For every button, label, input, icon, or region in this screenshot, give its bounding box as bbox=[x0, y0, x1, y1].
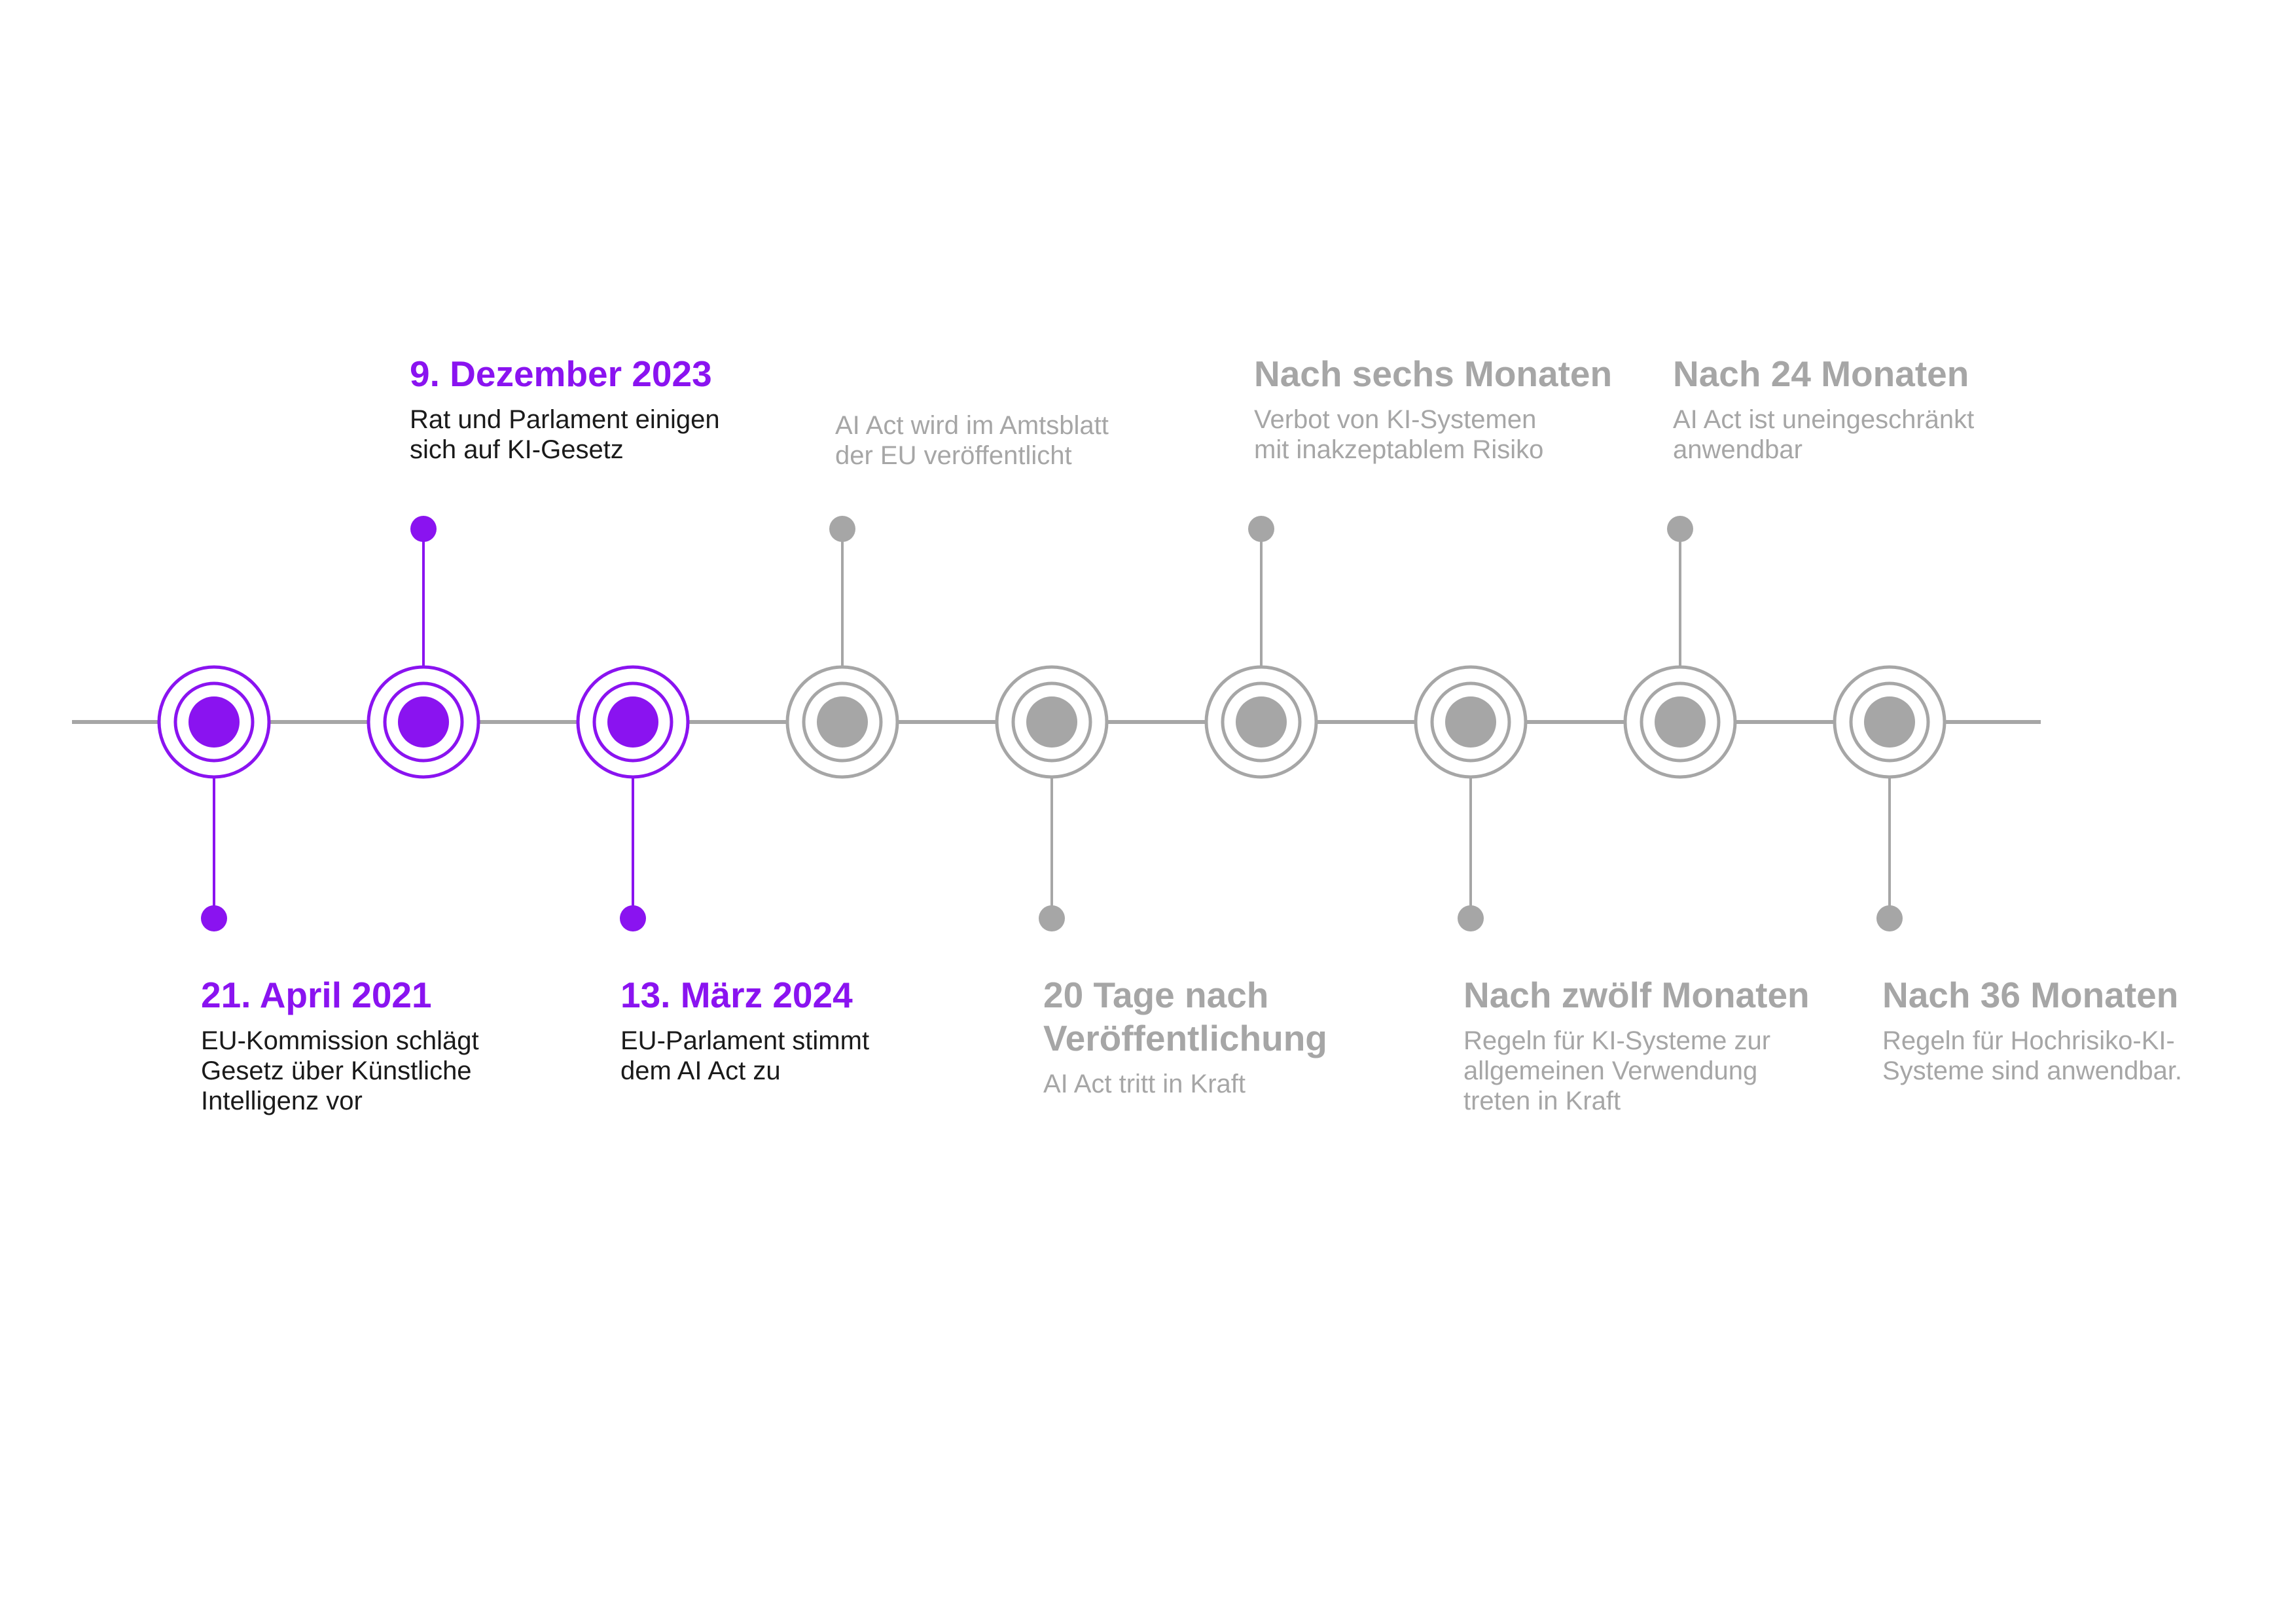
timeline-marker bbox=[1414, 665, 1528, 931]
event-description-line: Verbot von KI-Systemen bbox=[1254, 405, 1537, 434]
event-description: AI Act ist uneingeschränkt anwendbar bbox=[1673, 405, 2039, 465]
event-title: Nach 36 Monaten bbox=[1882, 975, 2179, 1015]
event-description: Regeln für KI-Systeme zur allgemeinen Ve… bbox=[1463, 1026, 1830, 1116]
event-4: AI Act wird im Amtsblatt der EU veröffen… bbox=[835, 410, 1202, 471]
event-description-line: Intelligenz vor bbox=[201, 1087, 363, 1115]
event-description-line: allgemeinen Verwendung bbox=[1463, 1056, 1758, 1085]
marker-center bbox=[1864, 696, 1915, 748]
timeline-marker bbox=[157, 665, 271, 931]
event-description-line: Regeln für KI-Systeme zur bbox=[1463, 1026, 1771, 1055]
event-description-line: AI Act wird im Amtsblatt bbox=[835, 411, 1109, 440]
connector-dot bbox=[1667, 516, 1693, 542]
event-description-line: EU-Parlament stimmt bbox=[620, 1026, 870, 1055]
event-title: Nach zwölf Monaten bbox=[1463, 975, 1810, 1015]
event-description-line: mit inakzeptablem Risiko bbox=[1254, 435, 1544, 464]
connector-dot bbox=[410, 516, 437, 542]
event-title: 20 Tage nach Veröffentlichung bbox=[1043, 975, 1327, 1058]
event-7: Nach zwölf Monaten Regeln für KI-Systeme… bbox=[1463, 973, 1830, 1116]
event-description-line: der EU veröffentlicht bbox=[835, 441, 1072, 470]
connector-dot bbox=[829, 516, 855, 542]
marker-center bbox=[607, 696, 658, 748]
timeline-marker bbox=[1623, 516, 1737, 779]
event-title: 13. März 2024 bbox=[620, 975, 853, 1015]
event-title: 21. April 2021 bbox=[201, 975, 432, 1015]
marker-center bbox=[188, 696, 240, 748]
event-description: EU-Kommission schlägt Gesetz über Künstl… bbox=[201, 1026, 567, 1116]
event-6: Nach sechs Monaten Verbot von KI-Systeme… bbox=[1254, 352, 1621, 465]
timeline-marker bbox=[1833, 665, 1946, 931]
connector-dot bbox=[201, 905, 227, 931]
marker-center bbox=[1236, 696, 1287, 748]
connector-dot bbox=[1458, 905, 1484, 931]
event-description: EU-Parlament stimmt dem AI Act zu bbox=[620, 1026, 987, 1086]
event-5: 20 Tage nach Veröffentlichung AI Act tri… bbox=[1043, 973, 1410, 1099]
event-3: 13. März 2024 EU-Parlament stimmt dem AI… bbox=[620, 973, 987, 1086]
event-description-line: Regeln für Hochrisiko-KI- bbox=[1882, 1026, 2175, 1055]
event-2: 9. Dezember 2023 Rat und Parlament einig… bbox=[410, 352, 776, 465]
event-description: Regeln für Hochrisiko-KI- Systeme sind a… bbox=[1882, 1026, 2249, 1086]
event-description-line: Rat und Parlament einigen bbox=[410, 405, 720, 434]
event-description-line: dem AI Act zu bbox=[620, 1056, 781, 1085]
event-title: Nach sechs Monaten bbox=[1254, 353, 1613, 394]
connector-dot bbox=[1039, 905, 1065, 931]
event-description-line: sich auf KI-Gesetz bbox=[410, 435, 624, 464]
event-description: AI Act wird im Amtsblatt der EU veröffen… bbox=[835, 410, 1202, 471]
marker-center bbox=[398, 696, 449, 748]
connector-dot bbox=[1248, 516, 1274, 542]
timeline-marker bbox=[367, 516, 480, 779]
event-description-line: Gesetz über Künstliche bbox=[201, 1056, 472, 1085]
marker-center bbox=[1445, 696, 1496, 748]
event-title: Nach 24 Monaten bbox=[1673, 353, 1969, 394]
marker-center bbox=[1026, 696, 1077, 748]
event-description-line: AI Act tritt in Kraft bbox=[1043, 1070, 1246, 1098]
event-description-line: treten in Kraft bbox=[1463, 1087, 1621, 1115]
event-description: Rat und Parlament einigen sich auf KI-Ge… bbox=[410, 405, 776, 465]
timeline-marker bbox=[576, 665, 690, 931]
marker-center bbox=[1655, 696, 1706, 748]
timeline-marker bbox=[995, 665, 1109, 931]
timeline-marker bbox=[1204, 516, 1318, 779]
event-8: Nach 24 Monaten AI Act ist uneingeschrän… bbox=[1673, 352, 2039, 465]
event-title: 9. Dezember 2023 bbox=[410, 353, 712, 394]
timeline-markers bbox=[157, 516, 1946, 931]
event-9: Nach 36 Monaten Regeln für Hochrisiko-KI… bbox=[1882, 973, 2249, 1086]
event-1: 21. April 2021 EU-Kommission schlägt Ges… bbox=[201, 973, 567, 1116]
connector-dot bbox=[620, 905, 646, 931]
event-description-line: EU-Kommission schlägt bbox=[201, 1026, 479, 1055]
timeline-marker bbox=[785, 516, 899, 779]
event-description: Verbot von KI-Systemen mit inakzeptablem… bbox=[1254, 405, 1621, 465]
event-description: AI Act tritt in Kraft bbox=[1043, 1069, 1410, 1099]
event-description-line: Systeme sind anwendbar. bbox=[1882, 1056, 2183, 1085]
event-description-line: anwendbar bbox=[1673, 435, 1803, 464]
marker-center bbox=[817, 696, 868, 748]
connector-dot bbox=[1876, 905, 1903, 931]
event-description-line: AI Act ist uneingeschränkt bbox=[1673, 405, 1975, 434]
